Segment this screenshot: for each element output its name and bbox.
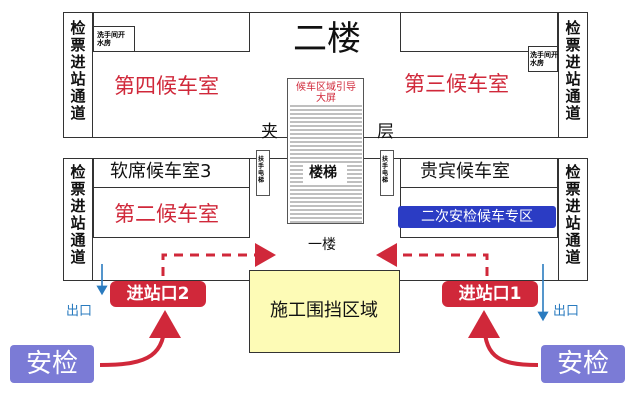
floor2-left-washroom bbox=[93, 26, 135, 52]
floor1-right-channel-box bbox=[558, 158, 588, 281]
vip-room-label: 贵宾候车室 bbox=[420, 161, 510, 182]
dashed-arrow-right bbox=[376, 243, 489, 276]
second-check-label: 二次安检候车专区 bbox=[421, 209, 533, 225]
security-right: 安检 bbox=[541, 345, 625, 383]
floor1-right-divider bbox=[400, 158, 558, 188]
mezzanine-right-label: 层 bbox=[377, 122, 394, 142]
room-fourth-label: 第四候车室 bbox=[114, 74, 219, 98]
floor1-left-channel-label: 检票进站通道 bbox=[70, 163, 86, 266]
floor1-right-channel-label: 检票进站通道 bbox=[565, 163, 581, 266]
security-right-label: 安检 bbox=[556, 349, 609, 379]
escalator-right bbox=[380, 150, 394, 196]
floor2-right-washroom-label: 洗手间开水房 bbox=[530, 51, 558, 67]
stairs-label: 楼梯 bbox=[309, 165, 337, 181]
floor2-right-top-block bbox=[400, 12, 558, 52]
entrance-1: 进站口1 bbox=[442, 281, 538, 307]
escalator-left-label: 扶手电梯 bbox=[258, 156, 265, 184]
dashed-arrow-left bbox=[161, 243, 276, 276]
floor1-left-channel-box bbox=[63, 158, 93, 281]
floor1-left-divider bbox=[93, 158, 250, 188]
soft-seat-room-label: 软席候车室3 bbox=[110, 161, 212, 182]
construction-label: 施工围挡区域 bbox=[270, 300, 378, 321]
floor2-left-channel-box bbox=[63, 12, 93, 138]
floor2-title: 二楼 bbox=[293, 19, 361, 59]
floor1-title: 一楼 bbox=[308, 237, 336, 253]
floor2-right-washroom bbox=[528, 46, 558, 72]
entrance-1-label: 进站口1 bbox=[458, 284, 522, 304]
security-arrow-right bbox=[468, 310, 539, 367]
second-check-zone: 二次安检候车专区 bbox=[398, 206, 556, 228]
construction-area bbox=[249, 270, 400, 353]
mezzanine-left-label: 夹 bbox=[261, 122, 278, 142]
floor2-right-channel-box bbox=[558, 12, 588, 138]
escalator-left bbox=[256, 150, 270, 196]
floor2-left-channel-label: 检票进站通道 bbox=[70, 19, 86, 122]
security-arrow-left bbox=[99, 310, 181, 367]
floor2-right-channel-label: 检票进站通道 bbox=[565, 19, 581, 122]
central-screen-area bbox=[287, 78, 364, 224]
entrance-2: 进站口2 bbox=[110, 281, 206, 307]
stairs-label-box bbox=[303, 163, 347, 183]
guide-screen-label: 候车区域引导大屏 bbox=[296, 82, 356, 104]
room-second-label: 第二候车室 bbox=[114, 202, 219, 226]
floor2-left-washroom-label: 洗手间开水房 bbox=[97, 31, 125, 47]
exit-left-label: 出口 bbox=[66, 304, 93, 319]
entrance-2-label: 进站口2 bbox=[126, 284, 190, 304]
security-left: 安检 bbox=[10, 345, 94, 383]
room-third-label: 第三候车室 bbox=[404, 72, 509, 96]
security-left-label: 安检 bbox=[25, 349, 78, 379]
exit-right-label: 出口 bbox=[553, 304, 580, 319]
escalator-right-label: 扶手电梯 bbox=[382, 156, 389, 184]
